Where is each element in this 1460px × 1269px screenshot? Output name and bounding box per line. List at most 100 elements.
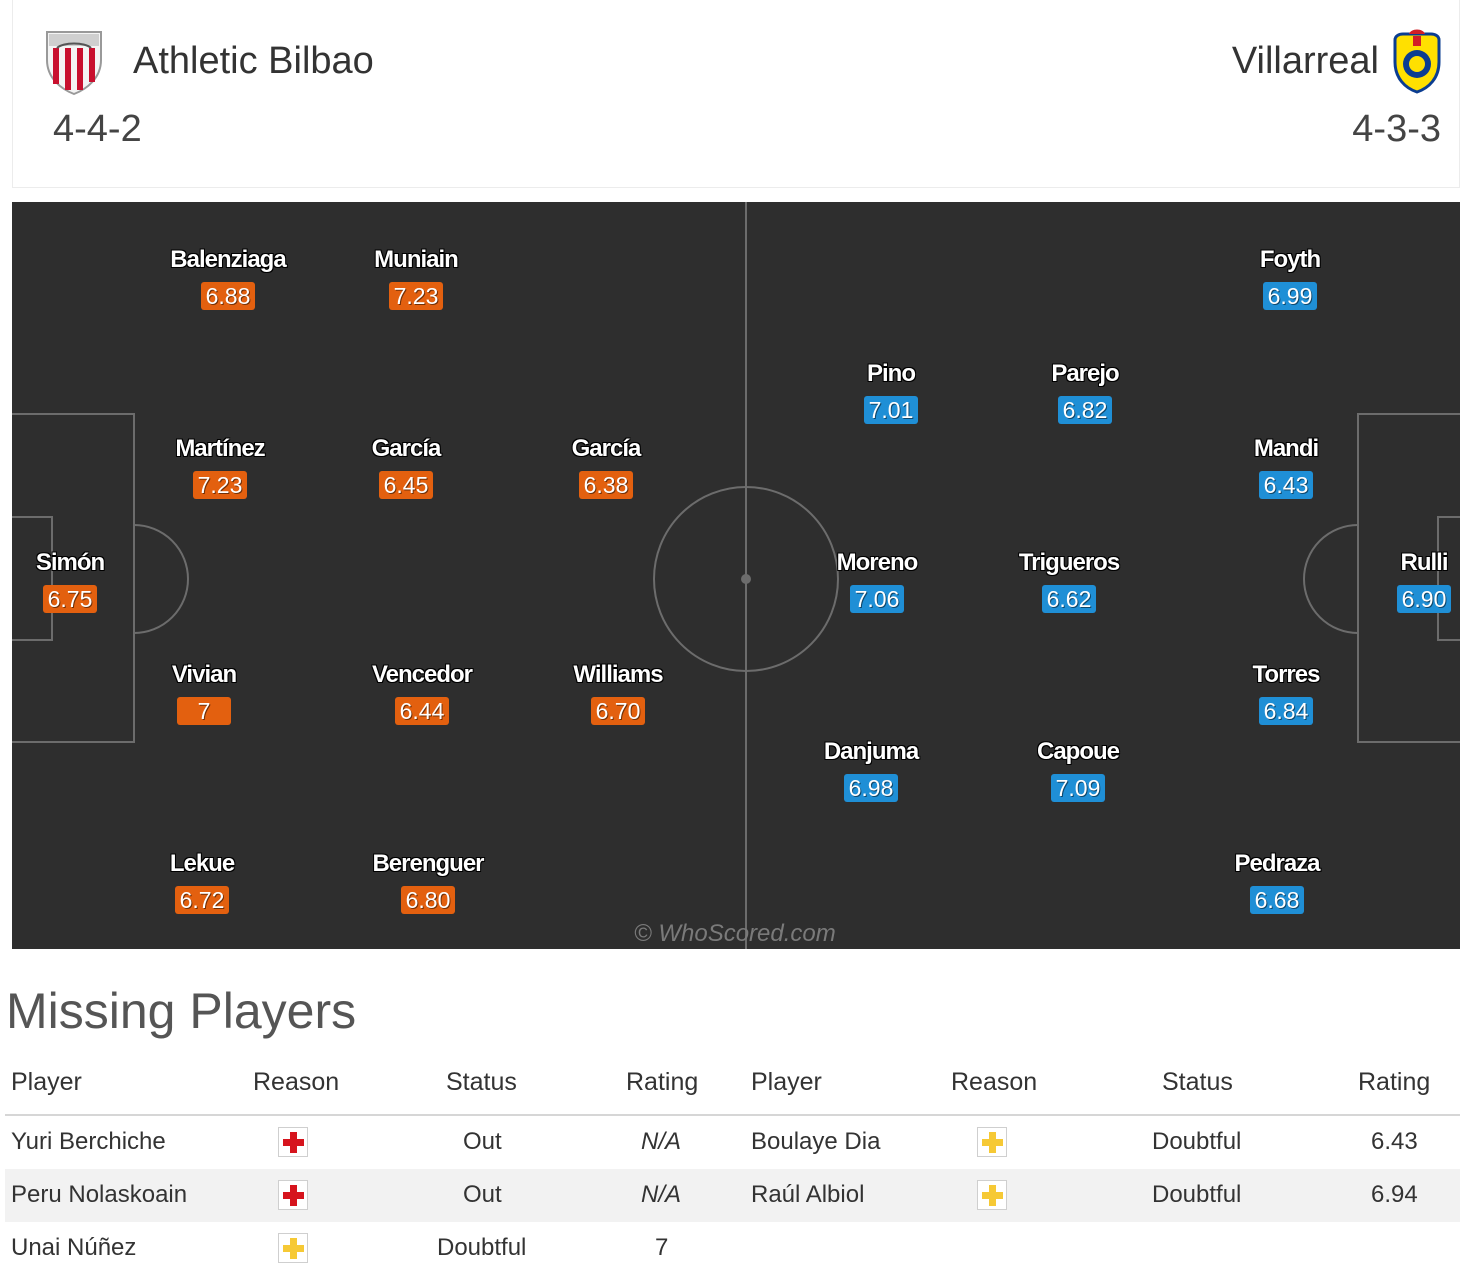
player-name: Trigueros (1018, 549, 1120, 576)
table-row: Yuri Berchiche Out N/A Boulaye Dia Doubt… (5, 1116, 1460, 1169)
missing-status: Out (463, 1128, 502, 1155)
table-row: Peru Nolaskoain Out N/A Raúl Albiol Doub… (5, 1169, 1460, 1222)
home-player-header: Player (11, 1068, 82, 1096)
pitch-markings (12, 202, 1460, 949)
player-rating: 6.88 (201, 282, 255, 310)
player-name: Simón (35, 549, 105, 576)
home-rating-header: Rating (626, 1068, 699, 1096)
player-rating: 7 (177, 697, 231, 725)
home-player[interactable]: García 6.45 (326, 435, 486, 499)
player-name: Lekue (169, 850, 235, 877)
missing-status: Doubtful (437, 1234, 527, 1261)
player-rating: 6.80 (401, 886, 455, 914)
doubtful-icon[interactable] (977, 1127, 1007, 1157)
home-player[interactable]: Williams 6.70 (538, 661, 698, 725)
athletic-bilbao-crest-icon[interactable] (43, 26, 105, 101)
player-name: García (371, 435, 442, 462)
away-player[interactable]: Mandi 6.43 (1206, 435, 1366, 499)
missing-players-table: Player Reason Status Rating Player Reaso… (5, 1058, 1460, 1269)
home-player[interactable]: Simón 6.75 (12, 549, 150, 613)
missing-status: Doubtful (1152, 1181, 1242, 1208)
missing-player-name[interactable]: Boulaye Dia (751, 1128, 881, 1155)
home-player[interactable]: Martínez 7.23 (140, 435, 300, 499)
player-name: Foyth (1259, 246, 1321, 273)
missing-status: Doubtful (1152, 1128, 1242, 1155)
match-header: Athletic Bilbao 4-4-2 Villarreal 4-3-3 (12, 0, 1460, 188)
missing-player-name[interactable]: Peru Nolaskoain (11, 1181, 188, 1208)
formation-pitch: Balenziaga 6.88 Muniain 7.23 Martínez 7.… (12, 202, 1460, 949)
player-rating: 7.01 (864, 396, 918, 424)
table-row: Unai Núñez Doubtful 7 (5, 1222, 1460, 1269)
doubtful-icon[interactable] (977, 1180, 1007, 1210)
home-player[interactable]: Balenziaga 6.88 (148, 246, 308, 310)
player-name: Martínez (175, 435, 265, 462)
away-reason-header: Reason (951, 1068, 1038, 1096)
away-player[interactable]: Capoue 7.09 (998, 738, 1158, 802)
missing-players-title: Missing Players (6, 983, 357, 1039)
missing-rating: 6.43 (1371, 1128, 1418, 1155)
home-player[interactable]: García 6.38 (526, 435, 686, 499)
away-player[interactable]: Pino 7.01 (811, 360, 971, 424)
player-rating: 6.82 (1058, 396, 1112, 424)
missing-player-name[interactable]: Unai Núñez (11, 1234, 137, 1261)
missing-rating: 6.94 (1371, 1181, 1418, 1208)
villarreal-crest-icon[interactable] (1389, 28, 1445, 99)
home-player[interactable]: Vivian 7 (124, 661, 284, 725)
player-name: Danjuma (823, 738, 919, 765)
missing-rating: 7 (655, 1234, 669, 1261)
player-rating: 6.99 (1263, 282, 1317, 310)
home-player[interactable]: Vencedor 6.44 (342, 661, 502, 725)
player-name: Torres (1252, 661, 1321, 688)
player-name: Capoue (1036, 738, 1120, 765)
player-rating: 7.06 (850, 585, 904, 613)
player-rating: 6.72 (175, 886, 229, 914)
home-formation: 4-4-2 (53, 108, 142, 150)
missing-rating: N/A (641, 1181, 682, 1208)
away-player[interactable]: Danjuma 6.98 (791, 738, 951, 802)
player-rating: 6.44 (395, 697, 449, 725)
home-team-name[interactable]: Athletic Bilbao (133, 40, 374, 82)
player-rating: 7.23 (389, 282, 443, 310)
home-player[interactable]: Muniain 7.23 (336, 246, 496, 310)
missing-player-name[interactable]: Raúl Albiol (751, 1181, 865, 1208)
player-name: Mandi (1253, 435, 1319, 462)
player-rating: 7.09 (1051, 774, 1105, 802)
away-player[interactable]: Rulli 6.90 (1344, 549, 1460, 613)
player-name: García (571, 435, 642, 462)
doubtful-icon[interactable] (278, 1233, 308, 1263)
away-player-header: Player (751, 1068, 822, 1096)
away-status-header: Status (1162, 1068, 1233, 1096)
home-status-header: Status (446, 1068, 517, 1096)
player-name: Balenziaga (170, 246, 286, 273)
missing-player-name[interactable]: Yuri Berchiche (11, 1128, 166, 1155)
away-player[interactable]: Parejo 6.82 (1005, 360, 1165, 424)
player-rating: 6.84 (1259, 697, 1313, 725)
player-name: Berenguer (372, 850, 484, 877)
injury-icon[interactable] (278, 1127, 308, 1157)
away-rating-header: Rating (1358, 1068, 1431, 1096)
player-name: Moreno (836, 549, 919, 576)
player-name: Vivian (171, 661, 237, 688)
table-header: Player Reason Status Rating Player Reaso… (5, 1058, 1460, 1116)
player-rating: 6.90 (1397, 585, 1451, 613)
away-player[interactable]: Foyth 6.99 (1210, 246, 1370, 310)
home-player[interactable]: Berenguer 6.80 (348, 850, 508, 914)
player-rating: 6.68 (1250, 886, 1304, 914)
player-name: Williams (573, 661, 663, 688)
player-name: Vencedor (371, 661, 473, 688)
player-rating: 6.38 (579, 471, 633, 499)
injury-icon[interactable] (278, 1180, 308, 1210)
away-team-name[interactable]: Villarreal (1231, 40, 1379, 82)
player-rating: 6.45 (379, 471, 433, 499)
away-player[interactable]: Trigueros 6.62 (989, 549, 1149, 613)
home-player[interactable]: Lekue 6.72 (122, 850, 282, 914)
player-name: Pino (867, 360, 916, 387)
away-player[interactable]: Pedraza 6.68 (1197, 850, 1357, 914)
home-reason-header: Reason (253, 1068, 340, 1096)
player-rating: 6.62 (1042, 585, 1096, 613)
away-player[interactable]: Moreno 7.06 (797, 549, 957, 613)
away-player[interactable]: Torres 6.84 (1206, 661, 1366, 725)
player-name: Parejo (1051, 360, 1119, 387)
player-rating: 6.43 (1259, 471, 1313, 499)
watermark: © WhoScored.com (634, 920, 836, 947)
